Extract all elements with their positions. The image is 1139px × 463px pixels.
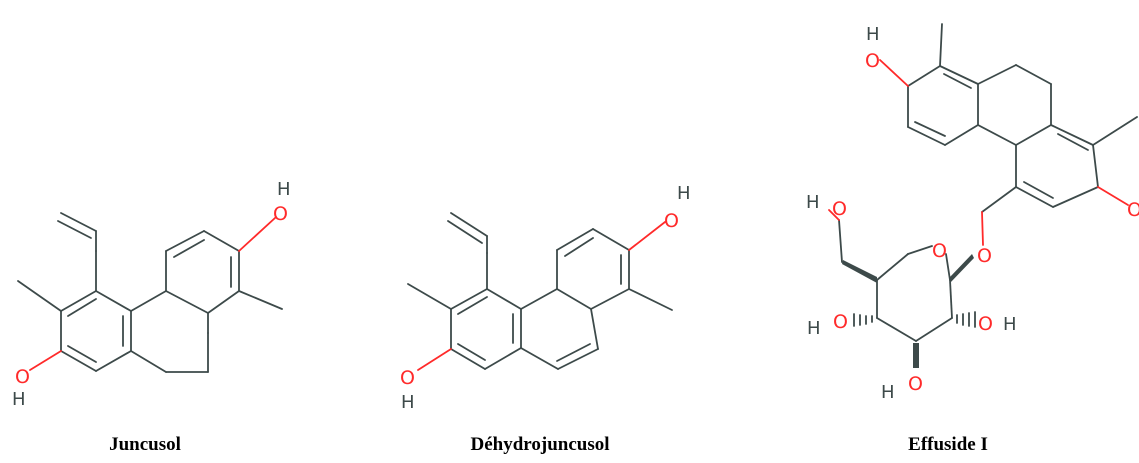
dehydrojuncusol-hydrogen-b: H (677, 183, 691, 204)
juncusol-oxygen-a: O (15, 366, 30, 388)
hashed-bond-left (853, 313, 873, 327)
juncusol-hydrogen-b: H (277, 179, 291, 200)
effuside-oxygen-ch2oh: O (832, 198, 847, 220)
structure-juncusol: O H O H (12, 179, 291, 410)
structure-dehydrojuncusol: O H O H (400, 183, 691, 413)
effuside-ring-oxygen: O (932, 240, 947, 262)
dehydrojuncusol-oxygen-b: O (664, 210, 679, 232)
effuside-linker-oxygen: O (977, 245, 992, 267)
effuside-hydrogen-sugar-left: H (807, 318, 821, 339)
structure-effuside-i: O H O O O (806, 23, 1139, 403)
effuside-oxygen-sugar-left: O (833, 311, 848, 333)
caption-effuside-i: Effuside I (908, 434, 988, 455)
hashed-bond-right (956, 311, 976, 328)
effuside-hydrogen-sugar-bottom: H (881, 382, 895, 403)
effuside-hydrogen-ch2oh: H (806, 192, 820, 213)
dehydrojuncusol-hydrogen-a: H (401, 392, 415, 413)
caption-juncusol: Juncusol (109, 434, 181, 455)
effuside-oxygen-edge: O (1127, 199, 1139, 221)
dehydrojuncusol-oxygen-a: O (400, 367, 415, 389)
effuside-hydrogen-a: H (866, 24, 880, 45)
effuside-oxygen-sugar-right: O (978, 313, 993, 335)
juncusol-oxygen-b: O (273, 203, 288, 225)
juncusol-hydrogen-a: H (12, 389, 26, 410)
effuside-hydrogen-sugar-right: H (1003, 314, 1017, 335)
caption-dehydrojuncusol: Déhydrojuncusol (470, 434, 610, 455)
effuside-oxygen-sugar-bottom: O (908, 373, 923, 395)
effuside-oxygen-a: O (865, 50, 880, 72)
